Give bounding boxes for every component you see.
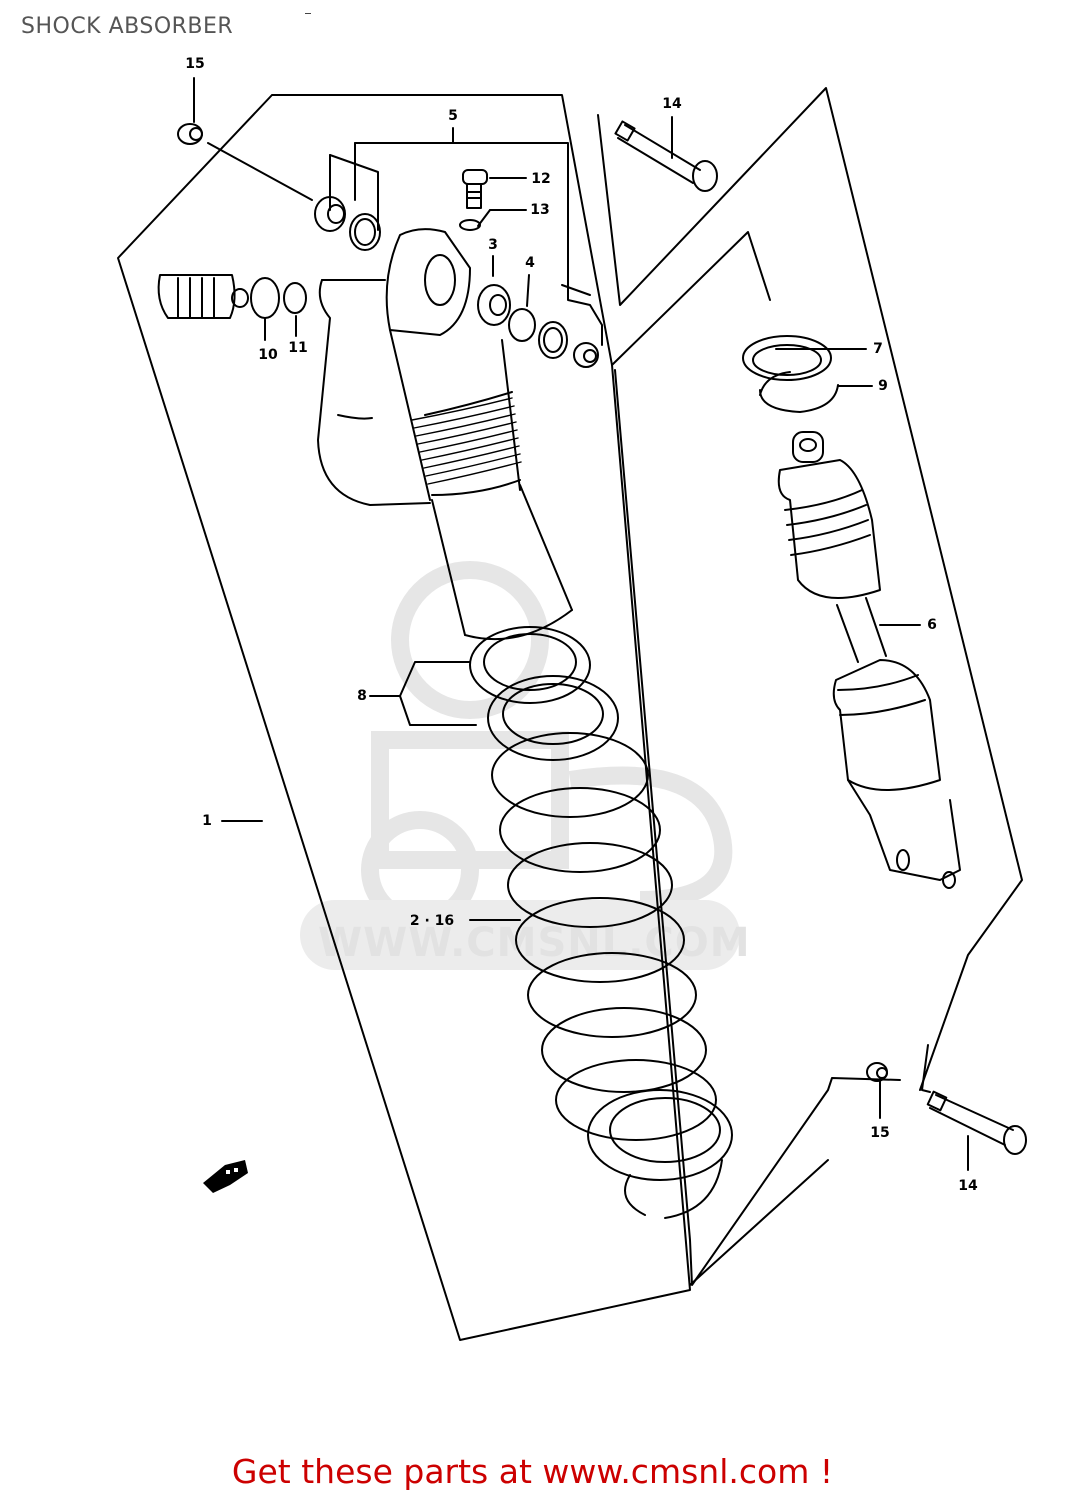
callout-6[interactable]: 6 [927, 617, 937, 633]
assembly-outline-zigzag [597, 87, 1023, 1091]
callout-14-top[interactable]: 14 [662, 96, 682, 112]
assembly-outline-1 [117, 94, 691, 1341]
callout-15-top[interactable]: 15 [185, 56, 205, 72]
front-arrow-icon [203, 1160, 248, 1193]
callout-10[interactable]: 10 [258, 347, 278, 363]
callout-4[interactable]: 4 [525, 255, 535, 271]
callout-12[interactable]: 12 [531, 171, 551, 187]
callout-1[interactable]: 1 [202, 813, 212, 829]
callout-15-bottom[interactable]: 15 [870, 1125, 890, 1141]
callout-9[interactable]: 9 [878, 378, 888, 394]
callout-14-bottom[interactable]: 14 [958, 1178, 978, 1194]
title-tick-mark [305, 13, 311, 14]
callout-8[interactable]: 8 [357, 688, 367, 704]
page-title: SHOCK ABSORBER [21, 14, 234, 39]
footer-promo-link[interactable]: Get these parts at www.cmsnl.com ! [231, 1452, 834, 1491]
callout-7[interactable]: 7 [873, 341, 883, 357]
callout-11[interactable]: 11 [288, 340, 308, 356]
callout-2-16[interactable]: 2 · 16 [409, 913, 455, 929]
callout-13[interactable]: 13 [530, 202, 550, 218]
callout-3[interactable]: 3 [488, 237, 498, 253]
callout-5[interactable]: 5 [448, 108, 458, 124]
watermark-text: WWW.CMSNL.COM [318, 920, 751, 966]
